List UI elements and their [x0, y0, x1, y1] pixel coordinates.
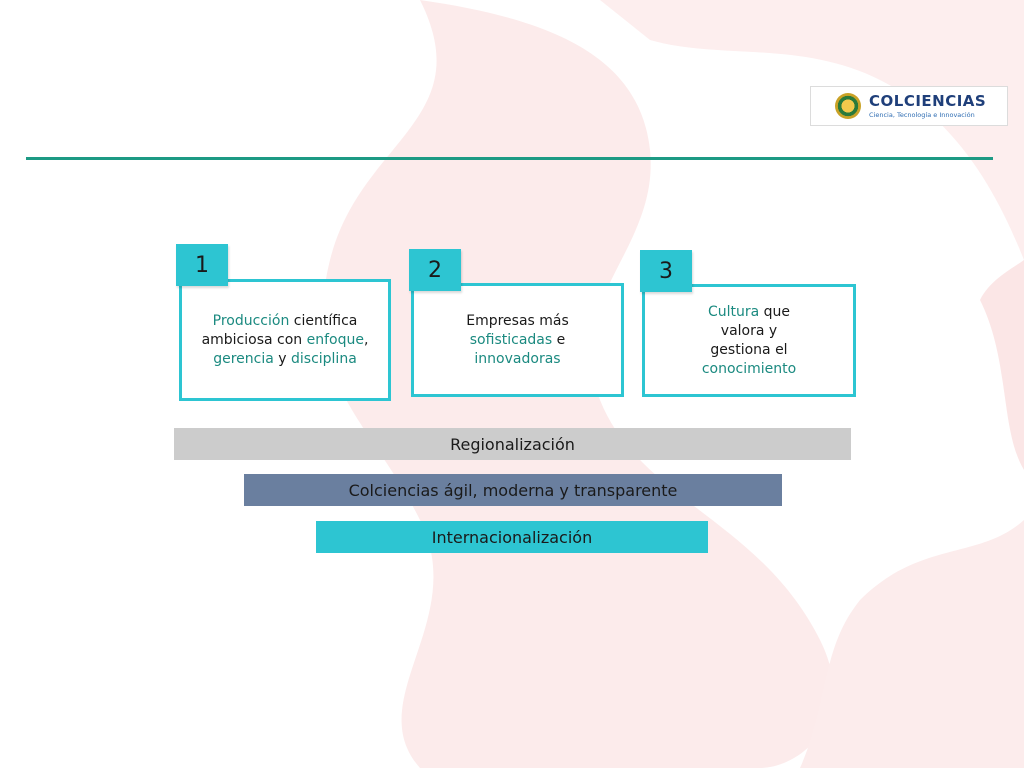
pillar-box-1: Producción científica ambiciosa con enfo…	[179, 279, 391, 401]
highlight-word: Cultura	[707, 303, 760, 320]
coat-of-arms-icon	[835, 93, 861, 119]
bar-regionalizacion: Regionalización	[174, 428, 851, 460]
highlight-word: sofisticadas	[469, 331, 553, 348]
highlight-word: conocimiento	[701, 360, 797, 377]
highlight-word: innovadoras	[474, 350, 561, 367]
pillar-text-fragment: Empresas más	[466, 312, 569, 329]
colciencias-logo: COLCIENCIAS Ciencia, Tecnología e Innova…	[810, 86, 1008, 126]
pillar-text-2: Empresas más sofisticadas e innovadoras	[453, 312, 583, 369]
pillar-badge-1: 1	[176, 244, 228, 286]
logo-name: COLCIENCIAS	[869, 91, 987, 110]
highlight-word: enfoque	[306, 331, 364, 348]
header-divider	[26, 157, 993, 160]
pillar-text-fragment: que valora y gestiona el	[710, 303, 791, 358]
highlight-word: Producción	[212, 312, 290, 329]
pillar-box-3: Cultura que valora y gestiona el conocim…	[642, 284, 856, 397]
bar-colciencias: Colciencias ágil, moderna y transparente	[244, 474, 782, 506]
highlight-word: disciplina	[291, 350, 357, 367]
pillar-badge-2: 2	[409, 249, 461, 291]
pillar-text-fragment: ,	[363, 331, 369, 348]
pillar-text-fragment: e	[552, 331, 566, 348]
pillar-text-1: Producción científica ambiciosa con enfo…	[200, 312, 370, 369]
pillar-text-fragment: científica ambiciosa con	[201, 312, 358, 348]
pillar-badge-3: 3	[640, 250, 692, 292]
bar-internacionalizacion: Internacionalización	[316, 521, 708, 553]
logo-tagline: Ciencia, Tecnología e Innovación	[869, 110, 975, 119]
pillar-box-2: Empresas más sofisticadas e innovadoras	[411, 283, 624, 397]
pillar-text-fragment: y	[273, 350, 291, 367]
pillar-text-3: Cultura que valora y gestiona el conocim…	[689, 303, 809, 379]
highlight-word: gerencia	[213, 350, 274, 367]
